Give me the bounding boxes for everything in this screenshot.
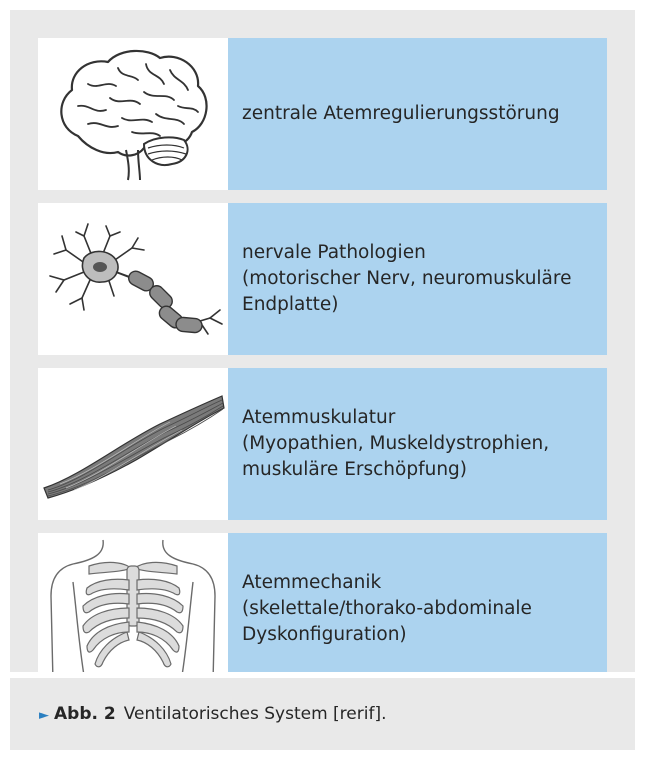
rows-list: zentrale Atemregulierungsstörung [38, 38, 607, 685]
row-ribcage: Atemmechanik (skelettale/thorako-abdomin… [38, 533, 607, 685]
brain-illustration [38, 38, 228, 190]
row-label-muscle: Atemmuskulatur (Myopathien, Muskeldystro… [228, 368, 607, 520]
muscle-illustration [38, 368, 228, 520]
figure-caption: ► Abb. 2 Ventilatorisches System [rerif]… [10, 678, 635, 750]
row-neuron: nervale Pathologien (motorischer Nerv, n… [38, 203, 607, 355]
row-muscle: Atemmuskulatur (Myopathien, Muskeldystro… [38, 368, 607, 520]
caption-marker-icon: ► [39, 708, 49, 723]
figure-panel: zentrale Atemregulierungsstörung [10, 10, 635, 750]
ribcage-illustration [38, 533, 228, 685]
row-brain: zentrale Atemregulierungsstörung [38, 38, 607, 190]
row-label-brain: zentrale Atemregulierungsstörung [228, 38, 607, 190]
brain-icon [48, 44, 218, 184]
figure-number: Abb. 2 [54, 704, 116, 724]
neuron-icon [40, 214, 226, 344]
row-label-ribcage: Atemmechanik (skelettale/thorako-abdomin… [228, 533, 607, 685]
muscle-icon [40, 384, 226, 504]
neuron-illustration [38, 203, 228, 355]
ribcage-icon [43, 536, 223, 682]
caption-text: Ventilatorisches System [rerif]. [124, 704, 387, 724]
row-label-neuron: nervale Pathologien (motorischer Nerv, n… [228, 203, 607, 355]
